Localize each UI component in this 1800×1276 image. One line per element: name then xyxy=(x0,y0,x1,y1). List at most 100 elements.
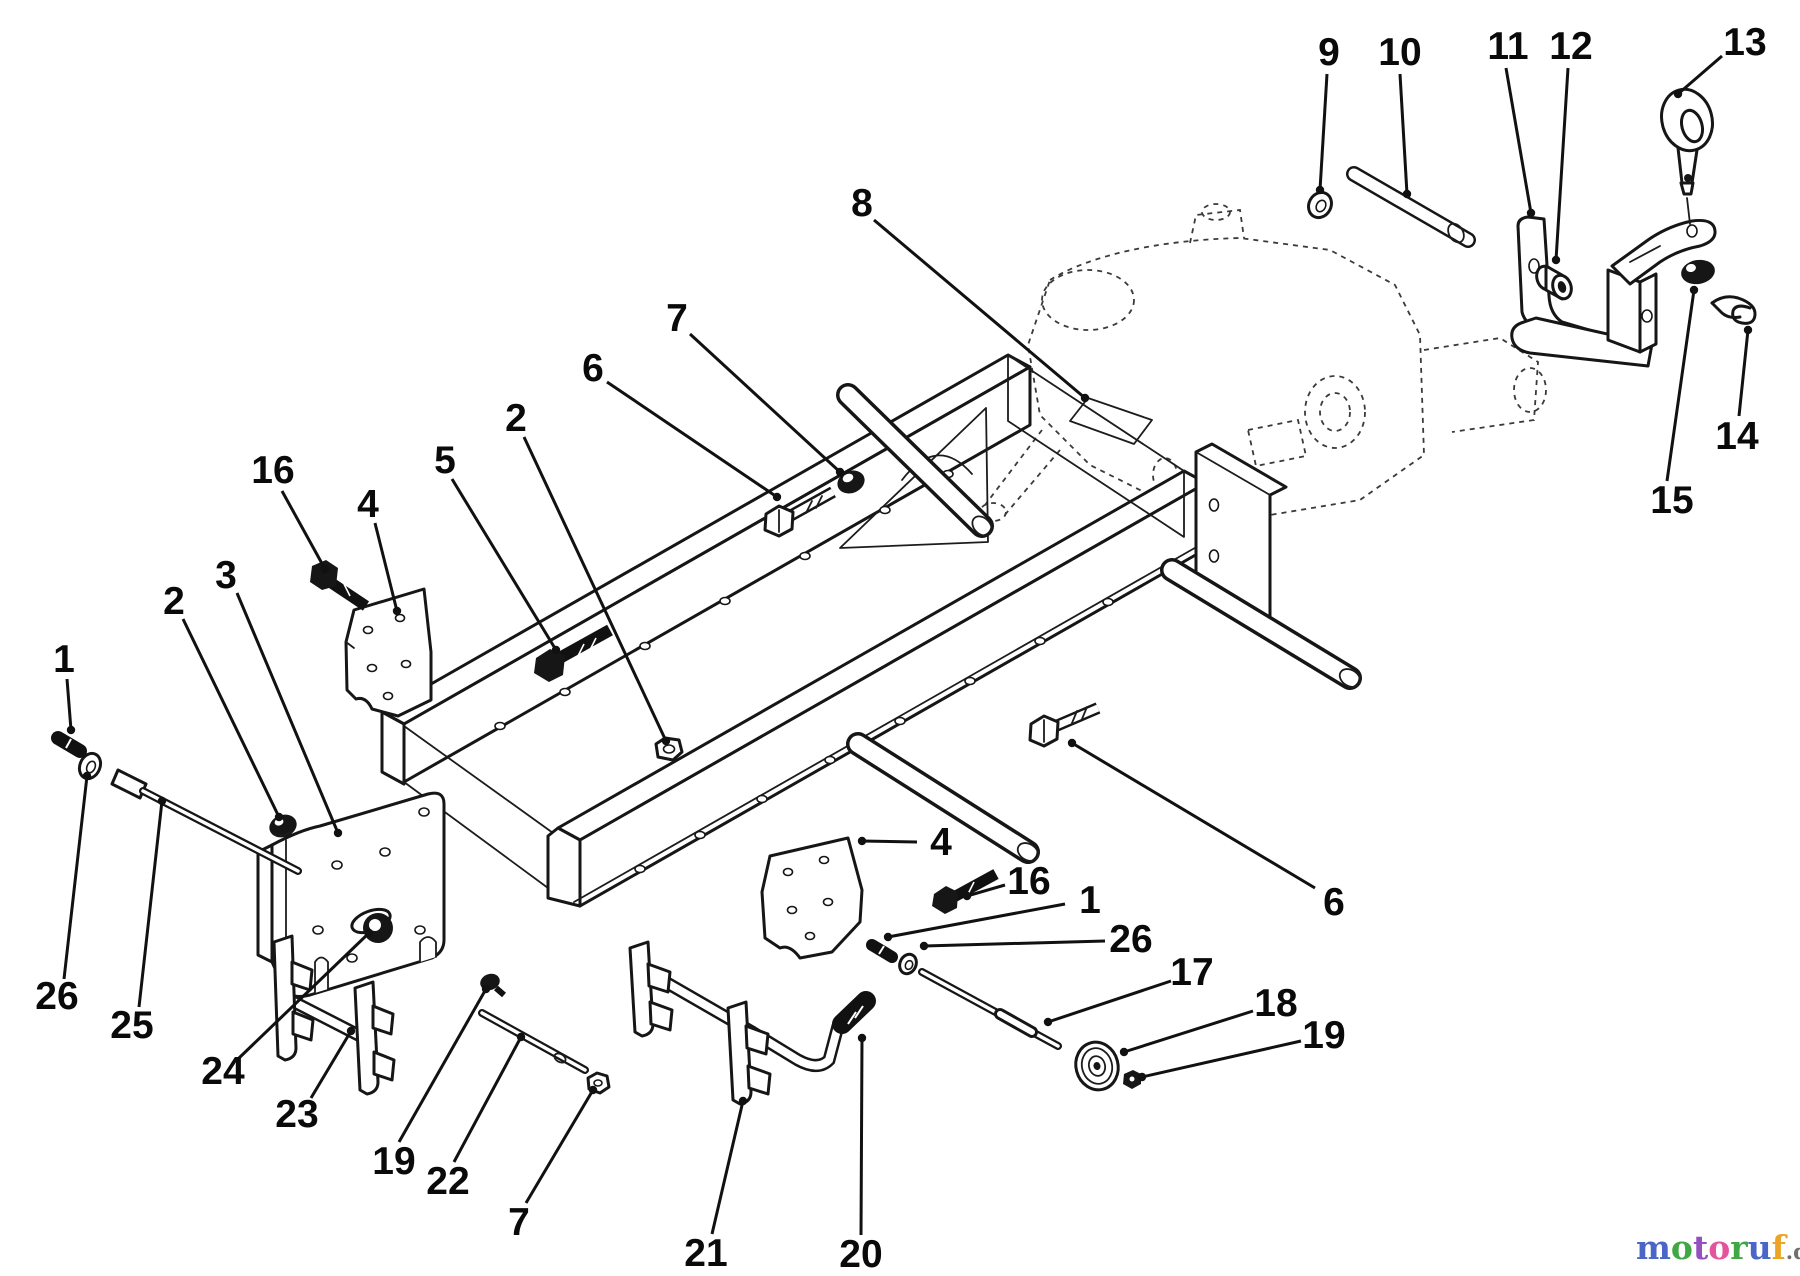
leader-line xyxy=(1141,1039,1302,1079)
pulley-18 xyxy=(1074,1040,1120,1092)
spacer-1-right xyxy=(866,939,898,963)
leader-line xyxy=(235,592,340,834)
leader-dot xyxy=(1043,1017,1053,1027)
knob-15 xyxy=(1681,259,1715,285)
leader-line xyxy=(859,1037,864,1236)
rear-hanger xyxy=(628,940,876,1106)
bolt-6-left xyxy=(763,486,836,538)
leader-dot xyxy=(346,1026,356,1036)
callout-4-24: 4 xyxy=(857,821,952,864)
grip-20 xyxy=(832,991,876,1034)
leader-dot xyxy=(364,928,374,938)
leader-dot xyxy=(1743,325,1753,335)
leader-dot xyxy=(661,736,671,746)
bolt-5 xyxy=(534,624,613,682)
frame-near-rail-endcap xyxy=(546,826,582,908)
leader-dot xyxy=(274,812,284,822)
bolt-16-right xyxy=(932,869,999,914)
frame-holes xyxy=(494,469,1220,874)
callout-5-9: 5 xyxy=(434,439,561,655)
callout-3-12: 3 xyxy=(215,554,343,838)
leader-line xyxy=(452,1036,523,1163)
eye-bolt-13 xyxy=(1660,87,1714,225)
watermark-letter: r xyxy=(1730,1228,1748,1267)
frame-rear-cross xyxy=(1007,354,1185,538)
leader-dot xyxy=(1402,189,1412,199)
callout-number: 18 xyxy=(1254,982,1297,1025)
hitch-arm xyxy=(1606,219,1717,354)
callout-number: 10 xyxy=(1378,31,1421,74)
leader-line xyxy=(1737,329,1750,417)
callout-number: 16 xyxy=(1007,860,1050,903)
pin-10 xyxy=(1346,166,1476,248)
callout-number: 20 xyxy=(839,1233,882,1276)
callout-number: 5 xyxy=(434,439,456,482)
watermark-letter: u xyxy=(1747,1228,1772,1267)
callout-number: 7 xyxy=(666,297,688,340)
callout-number: 26 xyxy=(1109,918,1152,961)
leader-line xyxy=(1398,73,1409,195)
leader-line xyxy=(524,1089,595,1204)
callout-number: 25 xyxy=(110,1004,153,1047)
callout-2-8: 2 xyxy=(505,397,671,746)
bolt-16-left xyxy=(310,560,370,611)
watermark-letter: o xyxy=(1670,1228,1693,1267)
gusset-plate-right xyxy=(760,836,864,960)
leader-dot xyxy=(66,725,76,735)
callout-1-14: 1 xyxy=(53,638,76,735)
leader-dot xyxy=(333,828,343,838)
leader-line xyxy=(137,800,164,1008)
callout-15-33: 15 xyxy=(1650,285,1699,522)
callout-6-31: 6 xyxy=(1067,738,1345,924)
washer-26-left xyxy=(77,751,103,781)
callout-13-4: 13 xyxy=(1673,21,1767,99)
callout-number: 9 xyxy=(1318,31,1340,74)
leader-dot xyxy=(835,467,845,477)
callout-26-15: 26 xyxy=(35,771,92,1018)
bolt-6-right xyxy=(1028,702,1101,748)
rod-17 xyxy=(918,968,1062,1050)
leader-line xyxy=(1677,54,1723,96)
callout-number: 6 xyxy=(582,347,604,390)
callout-number: 1 xyxy=(53,638,75,681)
callout-number: 4 xyxy=(357,483,379,526)
watermark-letter: f xyxy=(1771,1228,1786,1267)
leader-line xyxy=(309,1030,353,1099)
watermark-letter: t xyxy=(1692,1228,1709,1267)
cross-tube-front xyxy=(836,383,994,538)
leader-dot xyxy=(1689,285,1699,295)
leader-dot xyxy=(1137,1072,1147,1082)
leader-dot xyxy=(1526,208,1536,218)
callout-6-7: 6 xyxy=(582,347,782,502)
callout-number: 7 xyxy=(508,1201,530,1244)
callout-21-22: 21 xyxy=(684,1096,748,1275)
leader-dot xyxy=(1080,393,1090,403)
leader-dot xyxy=(551,645,561,655)
callout-22-20: 22 xyxy=(426,1032,526,1203)
leader-dot xyxy=(857,836,867,846)
leader-line xyxy=(397,988,488,1143)
callout-number: 11 xyxy=(1487,25,1528,68)
washer-26-right xyxy=(898,952,918,976)
callout-23-18: 23 xyxy=(275,1026,356,1136)
leader-line xyxy=(237,931,371,1060)
leader-line xyxy=(1123,1009,1254,1054)
callout-8-5: 8 xyxy=(851,182,1090,403)
leader-dot xyxy=(481,984,491,994)
callout-26-27: 26 xyxy=(919,918,1153,961)
watermark-suffix: .de xyxy=(1785,1239,1800,1264)
callout-7-6: 7 xyxy=(666,297,845,477)
callout-number: 1 xyxy=(1079,879,1101,922)
hitch-assembly xyxy=(1307,87,1757,368)
leader-dot xyxy=(919,941,929,951)
callout-number: 26 xyxy=(35,975,78,1018)
callout-2-13: 2 xyxy=(163,580,284,822)
cross-tube-rear xyxy=(1160,558,1362,690)
callout-number: 23 xyxy=(275,1093,318,1136)
callout-number: 3 xyxy=(215,554,237,597)
callout-9-0: 9 xyxy=(1315,31,1340,195)
leader-line xyxy=(181,618,281,818)
leader-line xyxy=(1047,979,1172,1024)
